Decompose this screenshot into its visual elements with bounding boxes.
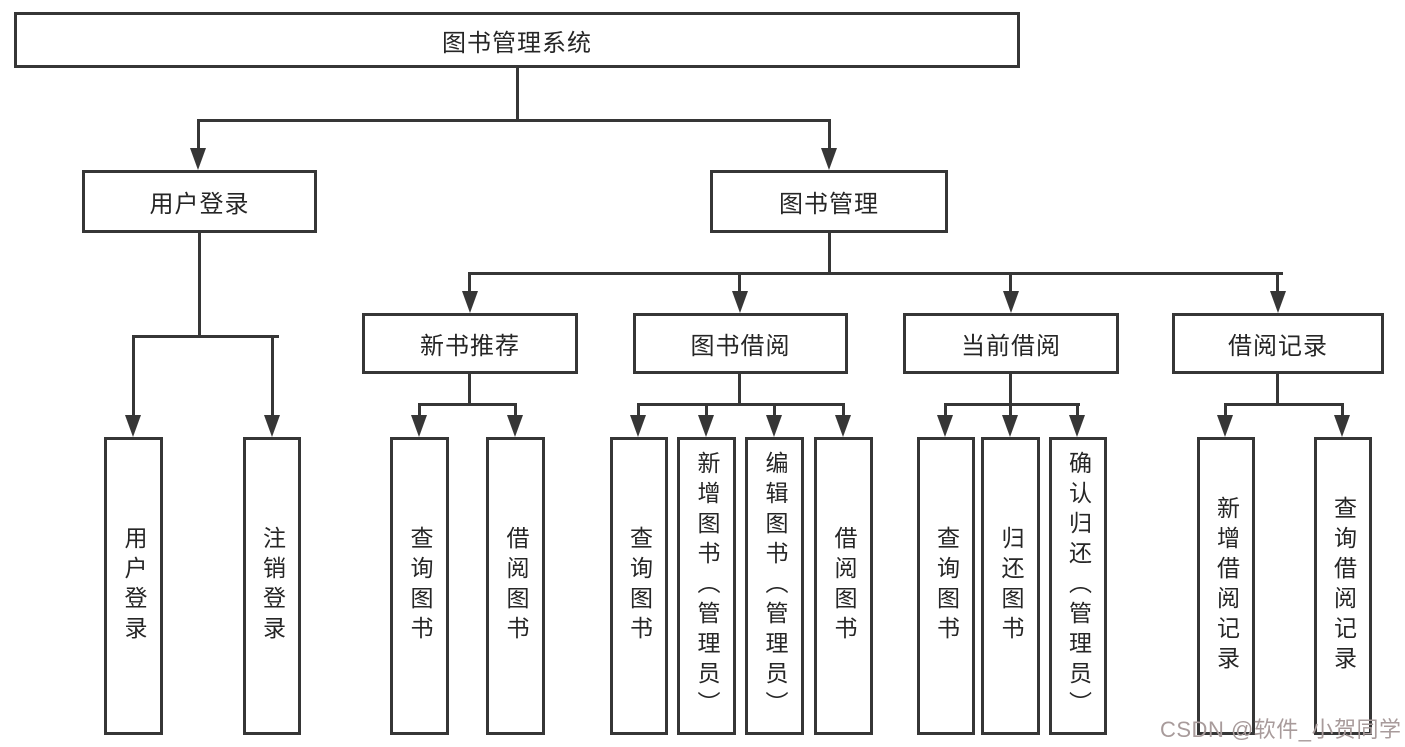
leaf-currentborrow-query-label: 查询图书 [933, 526, 960, 646]
arrowhead-down [937, 415, 953, 437]
connector-arrow-stem [1276, 272, 1279, 293]
arrowhead-down [264, 415, 280, 437]
leaf-borrowrecord-query-label: 查询借阅记录 [1330, 496, 1357, 676]
leaf-newbook-borrow: 借阅图书 [486, 437, 545, 735]
connector-arrow-stem [1076, 403, 1079, 417]
leaf-borrowrecord-add-label: 新增借阅记录 [1213, 496, 1240, 676]
arrowhead-down [630, 415, 646, 437]
arrowhead-down [1334, 415, 1350, 437]
arrowhead-down [411, 415, 427, 437]
leaf-logout-label: 注销登录 [259, 526, 286, 646]
node-current-borrow-label: 当前借阅 [961, 333, 1061, 360]
connector-root-stem [516, 68, 519, 119]
leaf-currentborrow-return: 归还图书 [981, 437, 1040, 735]
arrowhead-down [1003, 291, 1019, 313]
arrowhead-down [1069, 415, 1085, 437]
leaf-bookborrow-edit: 编辑图书（管理员） [745, 437, 804, 735]
arrowhead-down [732, 291, 748, 313]
leaf-borrowrecord-add: 新增借阅记录 [1197, 437, 1255, 735]
arrowhead-down [190, 148, 206, 170]
node-book-borrow-label: 图书借阅 [690, 333, 791, 360]
arrowhead-down [462, 291, 478, 313]
leaf-bookborrow-borrow: 借阅图书 [814, 437, 873, 735]
leaf-newbook-borrow-label: 借阅图书 [503, 526, 529, 646]
leaf-newbook-query-label: 查询图书 [407, 526, 433, 646]
leaf-logout: 注销登录 [243, 437, 301, 735]
leaf-bookborrow-edit-label: 编辑图书（管理员） [762, 451, 788, 721]
watermark: CSDN @软件_小贺同学 [1160, 717, 1402, 742]
connector-user-login-stem [198, 233, 201, 335]
connector-arrow-stem [1009, 272, 1012, 293]
leaf-newbook-query: 查询图书 [390, 437, 449, 735]
node-new-book: 新书推荐 [362, 313, 578, 374]
connector-arrow-stem [1341, 403, 1344, 417]
leaf-bookborrow-add: 新增图书（管理员） [677, 437, 736, 735]
connector-arrow-stem [514, 403, 517, 417]
leaf-bookborrow-borrow-label: 借阅图书 [831, 526, 857, 646]
node-current-borrow: 当前借阅 [903, 313, 1119, 374]
connector-arrow-stem [944, 403, 947, 417]
connector-l2-bar [197, 119, 831, 122]
node-user-login: 用户登录 [82, 170, 317, 233]
arrowhead-down [835, 415, 851, 437]
connector-book-borrow-stem [738, 374, 741, 403]
connector-arrow-stem [418, 403, 421, 417]
leaf-currentborrow-query: 查询图书 [917, 437, 975, 735]
connector-book-borrow-bar [637, 403, 845, 406]
leaf-bookborrow-query: 查询图书 [610, 437, 668, 735]
connector-current-borrow-bar [944, 403, 1080, 406]
node-borrow-record-label: 借阅记录 [1228, 333, 1328, 360]
node-user-login-label: 用户登录 [149, 191, 250, 218]
connector-borrow-record-bar [1224, 403, 1344, 406]
connector-arrow-stem [132, 335, 135, 417]
connector-arrow-stem [828, 119, 831, 150]
connector-arrow-stem [1224, 403, 1227, 417]
connector-arrow-stem [1009, 403, 1012, 417]
node-book-mgmt-label: 图书管理 [779, 191, 879, 218]
arrowhead-down [1217, 415, 1233, 437]
arrowhead-down [125, 415, 141, 437]
connector-arrow-stem [271, 335, 274, 417]
arrowhead-down [1002, 415, 1018, 437]
connector-l3-bar [468, 272, 1283, 275]
arrowhead-down [507, 415, 523, 437]
arrowhead-down [821, 148, 837, 170]
arrowhead-down [698, 415, 714, 437]
connector-current-borrow-stem [1009, 374, 1012, 403]
connector-user-login-bar [133, 335, 279, 338]
leaf-borrowrecord-query: 查询借阅记录 [1314, 437, 1372, 735]
leaf-currentborrow-return-label: 归还图书 [998, 526, 1024, 646]
arrowhead-down [1270, 291, 1286, 313]
connector-arrow-stem [842, 403, 845, 417]
leaf-currentborrow-confirm-label: 确认归还（管理员） [1065, 451, 1092, 721]
node-book-mgmt: 图书管理 [710, 170, 948, 233]
connector-arrow-stem [637, 403, 640, 417]
node-new-book-label: 新书推荐 [420, 333, 520, 360]
node-root-label: 图书管理系统 [442, 29, 592, 57]
connector-new-book-stem [468, 374, 471, 403]
connector-borrow-record-stem [1276, 374, 1279, 403]
connector-arrow-stem [468, 272, 471, 293]
leaf-user-login: 用户登录 [104, 437, 163, 735]
connector-arrow-stem [773, 403, 776, 417]
leaf-bookborrow-query-label: 查询图书 [626, 526, 653, 646]
node-root: 图书管理系统 [14, 12, 1020, 68]
leaf-currentborrow-confirm: 确认归还（管理员） [1049, 437, 1107, 735]
connector-arrow-stem [197, 119, 200, 150]
connector-arrow-stem [705, 403, 708, 417]
leaf-bookborrow-add-label: 新增图书（管理员） [694, 451, 720, 721]
arrowhead-down [766, 415, 782, 437]
connector-new-book-bar [418, 403, 517, 406]
connector-arrow-stem [738, 272, 741, 293]
node-borrow-record: 借阅记录 [1172, 313, 1384, 374]
connector-book-mgmt-stem [828, 233, 831, 272]
leaf-user-login-label: 用户登录 [121, 526, 147, 646]
node-book-borrow: 图书借阅 [633, 313, 848, 374]
